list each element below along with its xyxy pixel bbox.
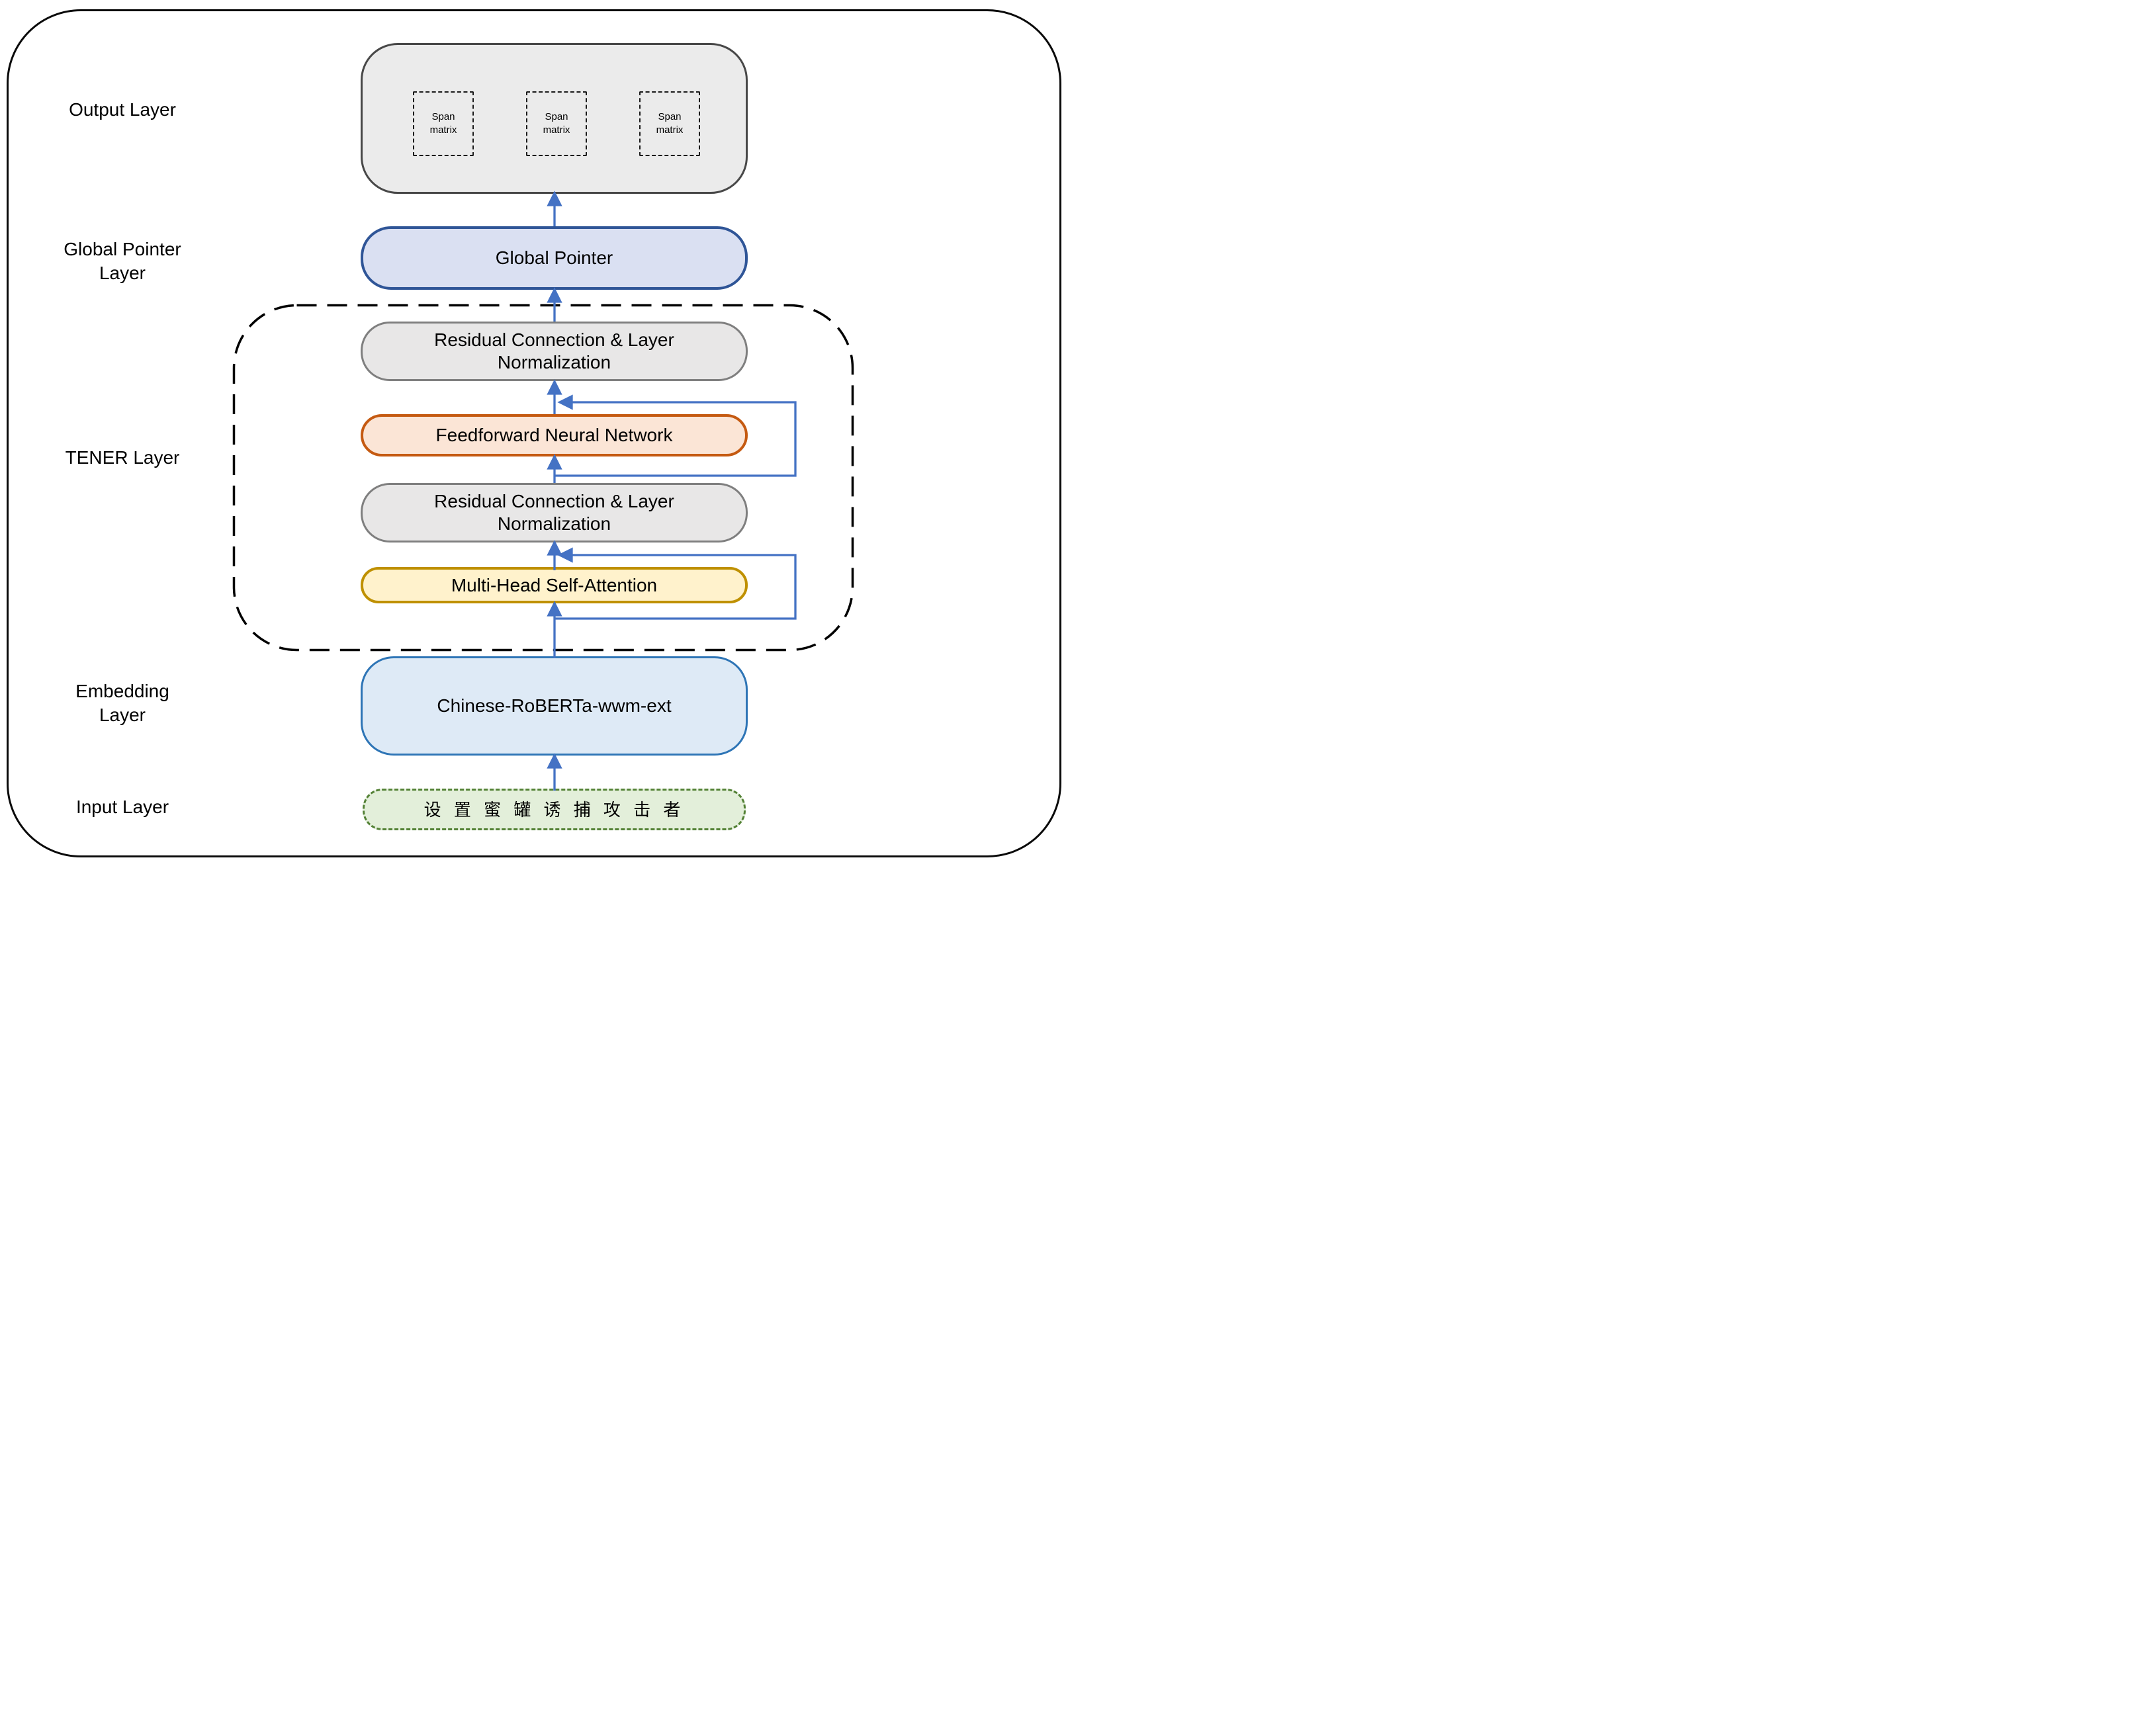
embedding-model-box: Chinese-RoBERTa-wwm-ext (361, 656, 748, 756)
span-matrix-box: Span matrix (413, 91, 474, 156)
span-matrix-label-line1: Span (545, 111, 568, 122)
embedding-model-label: Chinese-RoBERTa-wwm-ext (437, 695, 672, 716)
label-input-layer: Input Layer (13, 795, 232, 819)
multi-head-attention-box: Multi-Head Self-Attention (361, 567, 748, 603)
residual-norm-line1: Residual Connection & Layer (434, 491, 674, 511)
label-tener-layer: TENER Layer (13, 446, 232, 470)
label-embedding-line2: Layer (99, 705, 146, 725)
residual-norm-line1: Residual Connection & Layer (434, 329, 674, 350)
span-matrix-label-line2: matrix (543, 124, 570, 136)
label-input-layer-text: Input Layer (75, 797, 169, 817)
model-architecture-diagram: Output Layer Global Pointer Layer TENER … (0, 0, 1068, 868)
label-embedding-line1: Embedding (75, 681, 169, 701)
label-tener-layer-text: TENER Layer (65, 447, 180, 468)
feedforward-label: Feedforward Neural Network (435, 425, 673, 445)
span-matrix-label-line2: matrix (429, 124, 457, 136)
span-matrix-label-line1: Span (431, 111, 455, 122)
output-layer-box: Span matrix Span matrix Span matrix (361, 43, 748, 194)
span-matrix-label-line2: matrix (656, 124, 684, 136)
multi-head-attention-label: Multi-Head Self-Attention (451, 574, 658, 595)
diagram-outer-frame (7, 9, 1061, 857)
label-embedding-layer: Embedding Layer (13, 679, 232, 727)
label-global-pointer-layer: Global Pointer Layer (13, 238, 232, 285)
global-pointer-box: Global Pointer (361, 226, 748, 290)
input-text-box: 设 置 蜜 罐 诱 捕 攻 击 者 (363, 789, 746, 830)
label-output-layer-text: Output Layer (69, 99, 176, 120)
label-output-layer: Output Layer (13, 98, 232, 122)
residual-norm-line2: Normalization (497, 352, 611, 372)
span-matrix-box: Span matrix (639, 91, 700, 156)
residual-norm-line2: Normalization (497, 513, 611, 534)
feedforward-box: Feedforward Neural Network (361, 414, 748, 456)
label-global-pointer-line2: Layer (99, 263, 146, 283)
global-pointer-label: Global Pointer (495, 247, 613, 268)
residual-norm-box-upper: Residual Connection & Layer Normalizatio… (361, 322, 748, 381)
input-text-label: 设 置 蜜 罐 诱 捕 攻 击 者 (423, 799, 685, 820)
span-matrix-label-line1: Span (658, 111, 682, 122)
residual-norm-box-lower: Residual Connection & Layer Normalizatio… (361, 483, 748, 542)
label-global-pointer-line1: Global Pointer (64, 239, 181, 259)
span-matrix-box: Span matrix (526, 91, 587, 156)
